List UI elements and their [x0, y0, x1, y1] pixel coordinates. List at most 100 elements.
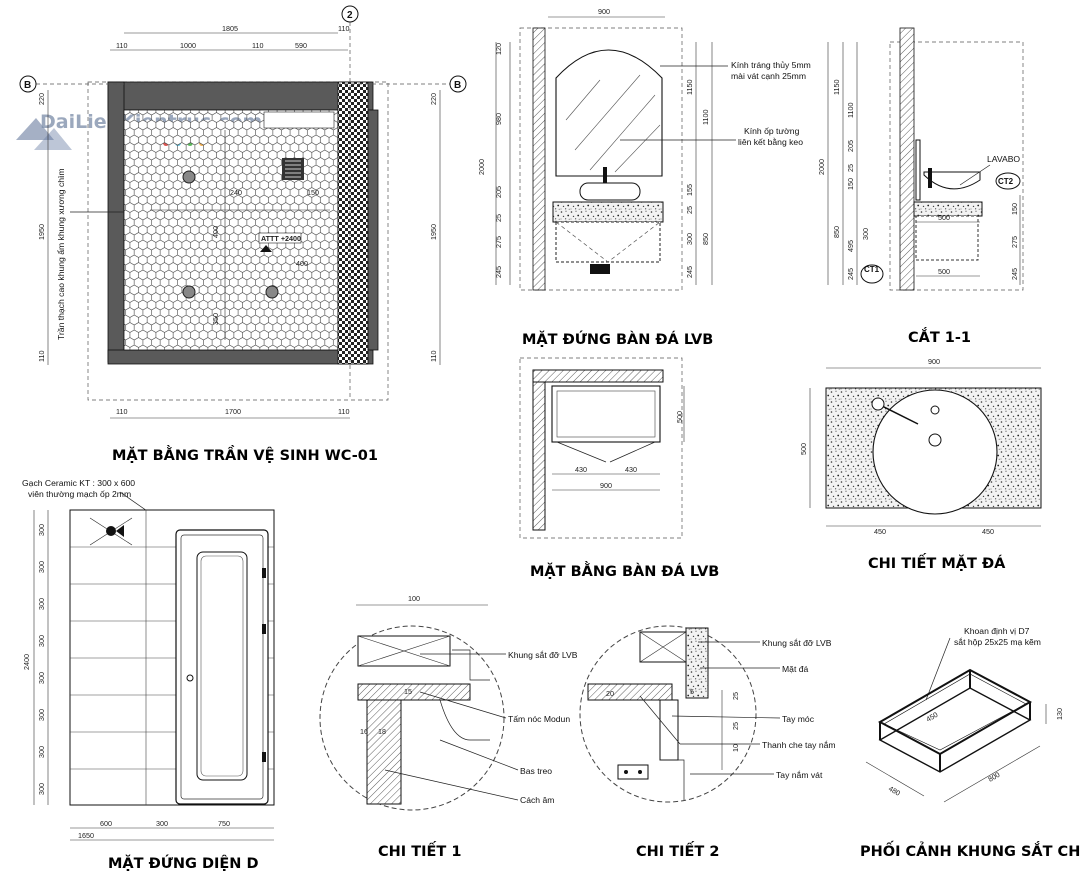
dim-right: 110	[429, 351, 438, 362]
callout-ct2	[995, 172, 1021, 190]
frame-perspective: Khoan định vị D7 sắt hộp 25x25 mạ kẽm 48…	[860, 626, 1080, 860]
dim-right: 245	[685, 266, 694, 278]
dim-left: 205	[494, 186, 503, 198]
hex-ceiling	[123, 109, 339, 351]
dim-right: 1150	[685, 80, 694, 95]
dim-top: 1000	[180, 41, 196, 50]
dim-left: 2000	[817, 159, 826, 175]
dim-left: 1150	[832, 80, 841, 95]
dim-bottom: 600	[100, 819, 112, 828]
title-ceiling-plan: MẶT BẰNG TRẦN VỆ SINH WC-01	[112, 445, 378, 464]
note-tile: Gạch Ceramic KT : 300 x 600	[22, 478, 135, 488]
dim-row: 300	[37, 598, 46, 610]
dim-left: 25	[846, 164, 855, 172]
stone-slab	[587, 683, 673, 701]
axis-bubble	[341, 5, 359, 23]
title-detail-1: CHI TIẾT 1	[378, 841, 461, 860]
note: Mặt đá	[782, 664, 808, 674]
note-tile: viên thường mạch ốp 2mm	[28, 489, 131, 499]
ceiling-access-panel	[263, 111, 335, 129]
dim-top: 590	[295, 41, 307, 50]
dim-bottom: 1700	[225, 407, 241, 416]
note: Tay móc	[782, 714, 815, 724]
dim-row: 300	[37, 635, 46, 647]
note: Thanh che tay nắm	[762, 740, 836, 750]
label-lavabo: LAVABO	[987, 154, 1020, 164]
mirror	[555, 49, 663, 177]
note: Bas treo	[520, 766, 552, 776]
dim: 20	[606, 689, 614, 698]
note: Khung sắt đỡ LVB	[508, 650, 578, 660]
dim-right: 850	[701, 233, 710, 245]
detail-circle	[319, 625, 505, 811]
dim: 16	[360, 727, 368, 736]
dim-right: 1100	[701, 110, 710, 125]
dim-bottom: 500	[938, 267, 950, 276]
dim-left: 245	[846, 268, 855, 280]
ceiling-level-tag: ATTT +2400	[261, 234, 301, 243]
dim-right: 275	[1010, 236, 1019, 248]
dim: 450	[925, 710, 940, 724]
dim-top: 900	[598, 7, 610, 16]
title-lvb-elevation: MẶT ĐỨNG BÀN ĐÁ LVB	[522, 330, 713, 348]
dim-left: 1100	[846, 103, 855, 118]
detail-2: 5 25 25 10 20 Khung sắt đỡ LVB Mặt đá Ta…	[579, 625, 836, 860]
dim-row: 300	[37, 783, 46, 795]
dim-top: 100	[408, 594, 420, 603]
lvb-plan: 430 430 900 500 MẶT BẰNG BÀN ĐÁ LVB	[519, 357, 719, 580]
dim-top-total: 1805	[222, 24, 238, 33]
dim-left: 980	[494, 113, 503, 125]
door-handle-icon	[186, 674, 194, 682]
tag-ct2: CT2	[998, 177, 1014, 186]
section-marker: 1	[596, 263, 601, 273]
dim-row: 300	[37, 672, 46, 684]
dim-bottom: 430	[575, 465, 587, 474]
ceiling-light-icon	[182, 170, 196, 184]
inner-dim: 400	[211, 226, 220, 238]
title-section-1-1: CẮT 1-1	[908, 327, 971, 346]
note: Khoan định vị D7	[964, 626, 1030, 636]
wall-elevation-d: Gạch Ceramic KT : 300 x 600 viên thường …	[22, 478, 275, 872]
ceiling-light-icon	[182, 285, 196, 299]
dim-left: 120	[494, 43, 503, 55]
dim-left: 220	[37, 93, 46, 105]
door	[175, 529, 269, 805]
dim-right: 500	[675, 411, 684, 423]
dim: 800	[987, 770, 1002, 784]
dim-row: 300	[37, 709, 46, 721]
dim-bottom: 450	[982, 527, 994, 536]
dim-left: 150	[846, 178, 855, 190]
dim-row: 300	[37, 561, 46, 573]
dim-left: 1950	[37, 224, 46, 240]
title-frame-perspective: PHỐI CẢNH KHUNG SẮT CHẬU	[860, 840, 1080, 860]
title-detail-2: CHI TIẾT 2	[636, 841, 719, 860]
dim-right: 155	[685, 184, 694, 196]
wall-right-tiles	[337, 81, 369, 365]
dim-right: 220	[429, 93, 438, 105]
dim-right: 300	[685, 233, 694, 245]
stone-slab	[357, 683, 471, 701]
dim: 15	[404, 687, 412, 696]
dim-right: 25	[685, 206, 694, 214]
note: Tấm nóc Modun	[508, 714, 570, 724]
section-1-1: LAVABO CT2 CT1 2000 1150 1100 205 25 150…	[817, 27, 1024, 346]
dim-right: 150	[1010, 203, 1019, 215]
lvb-elevation: 1 Kính tráng thủy 5mm mài vát cạnh 25mm …	[477, 7, 811, 348]
dim-left: 110	[37, 351, 46, 362]
dim-left: 25	[494, 214, 503, 222]
wall-top	[107, 81, 374, 111]
dim-left: 245	[494, 266, 503, 278]
dim-left: 2000	[477, 159, 486, 175]
dim-height: 2400	[22, 654, 31, 670]
wall-section	[532, 27, 546, 291]
dim-top: 110	[338, 24, 349, 33]
dim: 25	[731, 692, 740, 700]
dim-left: 500	[799, 443, 808, 455]
detail-circle	[579, 625, 757, 803]
steel-frame	[877, 668, 1033, 773]
dim-top: 110	[252, 41, 263, 50]
detail-1: 100 Khung sắt đỡ LVB Tấm nóc Modun Bas t…	[319, 594, 578, 860]
dim-bottom: 750	[218, 819, 230, 828]
inner-dim: 350	[211, 313, 220, 325]
dim-top: 110	[116, 41, 127, 50]
